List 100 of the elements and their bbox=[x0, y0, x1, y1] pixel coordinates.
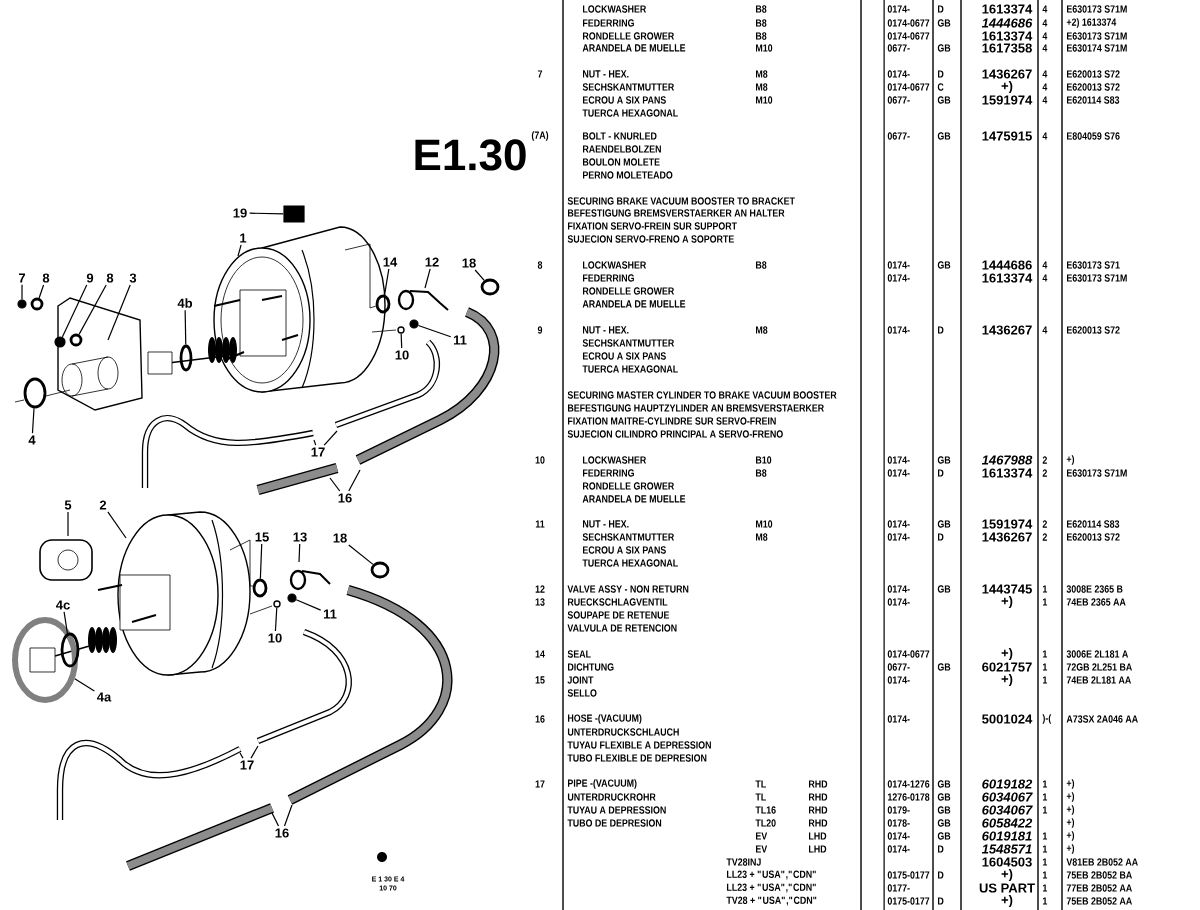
leader-line bbox=[400, 333, 403, 349]
leader-line bbox=[348, 469, 361, 492]
leader-line bbox=[313, 439, 317, 446]
part-description: NUT - HEX. bbox=[583, 326, 629, 334]
callout-number: 14 bbox=[383, 257, 398, 267]
callout-number: 10 bbox=[395, 350, 409, 360]
part-description: NUT - HEX. bbox=[583, 70, 629, 78]
callout-number: 12 bbox=[425, 257, 439, 267]
part-number: 6019181 bbox=[982, 831, 1032, 841]
leader-line bbox=[239, 752, 244, 759]
date-range: 0175-0177 bbox=[887, 871, 930, 879]
specification: RHD bbox=[809, 793, 828, 801]
finis-code: E620013 S72 bbox=[1067, 326, 1120, 334]
part-number: 6019182 bbox=[982, 779, 1033, 789]
quantity: 4 bbox=[1042, 96, 1048, 104]
finis-code: E804059 S76 bbox=[1067, 132, 1120, 140]
country-code: GB bbox=[937, 44, 951, 52]
callout-number: 2 bbox=[99, 500, 107, 510]
part-description: RONDELLE GROWER bbox=[583, 482, 675, 490]
quantity: 1 bbox=[1042, 845, 1048, 853]
nut bbox=[287, 593, 297, 603]
callout-number: 10 bbox=[268, 633, 282, 643]
sealing-ring bbox=[60, 632, 80, 668]
date-range: 0174- bbox=[887, 715, 910, 723]
callout-number: 11 bbox=[453, 335, 467, 345]
part-number: 6034067 bbox=[982, 792, 1033, 802]
leader-line bbox=[424, 268, 431, 289]
finis-code: V81EB 2B052 AA bbox=[1066, 858, 1138, 866]
callout-number: 17 bbox=[311, 447, 325, 457]
part-number: +) bbox=[1001, 647, 1013, 661]
leader-line bbox=[107, 284, 131, 341]
leader-line bbox=[298, 543, 301, 563]
part-number: +) bbox=[1001, 595, 1013, 609]
date-range: 0179- bbox=[887, 806, 910, 814]
specification: TL16 bbox=[755, 806, 776, 814]
part-description: TUERCA HEXAGONAL bbox=[582, 109, 678, 117]
specification: M8 bbox=[756, 326, 768, 334]
finis-code: 3006E 2L181 A bbox=[1066, 650, 1129, 658]
part-number: 1591974 bbox=[982, 95, 1033, 105]
section-heading: SUJECION CILINDRO PRINCIPAL A SERVO-FRENO bbox=[567, 430, 783, 438]
leader-line bbox=[78, 284, 107, 335]
country-code: D bbox=[938, 845, 944, 853]
part-number: 1548571 bbox=[981, 844, 1032, 854]
sealing-ring bbox=[179, 344, 193, 372]
leader-line bbox=[38, 284, 45, 299]
nut bbox=[17, 299, 27, 309]
specification: M8 bbox=[756, 533, 768, 541]
item-number: 11 bbox=[535, 520, 545, 528]
leader-line bbox=[271, 812, 280, 827]
country-code: GB bbox=[937, 819, 951, 827]
callout-number: 16 bbox=[338, 493, 352, 503]
part-description: SECHSKANTMUTTER bbox=[582, 533, 675, 541]
quantity: 1 bbox=[1042, 871, 1048, 879]
leader-line bbox=[61, 284, 88, 338]
leader-line bbox=[259, 543, 263, 580]
date-range: 0677- bbox=[887, 96, 910, 104]
part-description: ECROU A SIX PANS bbox=[583, 96, 666, 104]
part-number: +) bbox=[1001, 80, 1013, 94]
part-description: NUT - HEX. bbox=[583, 520, 629, 528]
leader-line bbox=[283, 804, 293, 827]
part-description: ARANDELA DE MUELLE bbox=[582, 495, 686, 503]
specification: RHD bbox=[809, 780, 828, 788]
quantity: 1 bbox=[1042, 780, 1048, 788]
callout-number: 16 bbox=[275, 828, 289, 838]
date-range: 0174- bbox=[887, 261, 910, 269]
item-number: 12 bbox=[535, 585, 545, 593]
part-number: 1613374 bbox=[982, 273, 1033, 283]
date-range: 0174-1276 bbox=[887, 780, 930, 788]
date-range: 0174- bbox=[887, 456, 910, 464]
specification: LL23 + "USA","CDN" bbox=[727, 883, 816, 893]
part-description: UNTERDRUCKSCHLAUCH bbox=[567, 728, 679, 736]
callout-number: 4b bbox=[177, 298, 193, 308]
part-description: VALVE ASSY - NON RETURN bbox=[567, 585, 689, 593]
nut bbox=[54, 336, 66, 348]
quantity: 2 bbox=[1042, 456, 1047, 464]
part-description: JOINT bbox=[567, 676, 594, 684]
item-number: (7A) bbox=[531, 131, 549, 141]
country-code: D bbox=[938, 469, 944, 477]
finis-code: +2) 1613374 bbox=[1066, 18, 1117, 28]
leader-line bbox=[329, 477, 341, 492]
part-number: 1617358 bbox=[982, 43, 1032, 53]
country-code: GB bbox=[937, 585, 951, 593]
seal bbox=[252, 578, 268, 598]
part-number: 1475915 bbox=[982, 131, 1032, 141]
part-description: PIPE -(VACUUM) bbox=[568, 779, 637, 789]
date-range: 0174-0677 bbox=[887, 650, 930, 658]
callout-number: 4a bbox=[96, 692, 112, 702]
quantity: 2 bbox=[1042, 520, 1047, 528]
finis-code: E630173 S71M bbox=[1067, 274, 1127, 282]
callout-number: 4c bbox=[55, 600, 70, 610]
part-number: 6034067 bbox=[982, 805, 1033, 815]
section-heading: FIXATION MAITRE-CYLINDRE SUR SERVO-FREIN bbox=[568, 417, 776, 425]
leader-line bbox=[107, 511, 127, 539]
finis-code: +) bbox=[1066, 831, 1075, 841]
callout-number: 8 bbox=[42, 273, 50, 283]
quantity: 1 bbox=[1042, 897, 1048, 905]
quantity: 4 bbox=[1042, 70, 1048, 78]
specification: B8 bbox=[756, 32, 767, 40]
part-number: 1436267 bbox=[982, 69, 1032, 79]
date-range: 0178- bbox=[887, 819, 910, 827]
